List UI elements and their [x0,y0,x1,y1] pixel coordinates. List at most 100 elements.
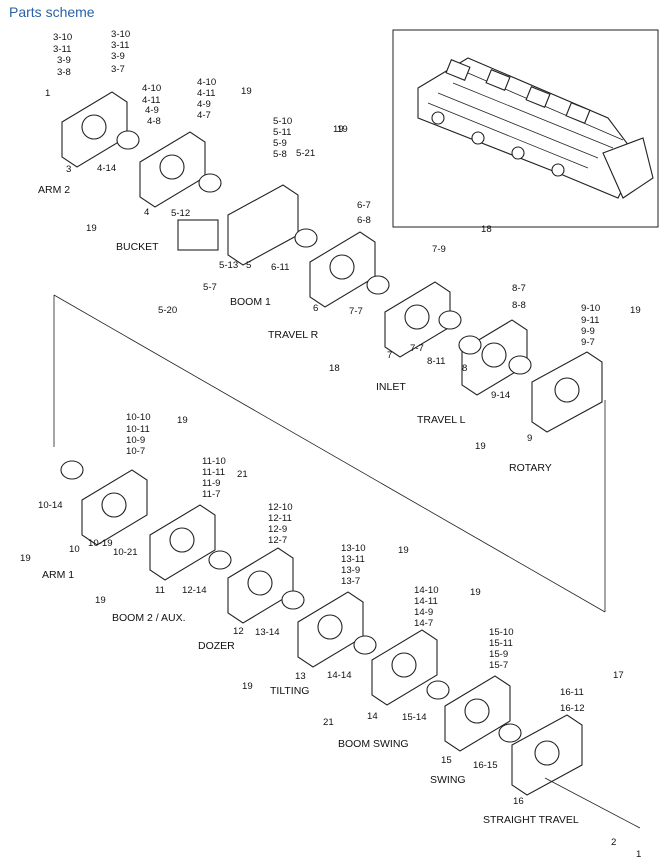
callout: 4-11 [142,95,161,106]
callout: 3-11 [111,40,130,51]
callout: 10 [69,544,80,555]
callout: 11-7 [202,489,221,500]
callout: 13-14 [255,627,280,638]
callout: 9-9 [581,326,595,337]
callout: 5-13 [219,260,238,271]
callout: 14-9 [414,607,433,618]
callout: 5 [246,260,251,271]
callout: 8 [462,363,467,374]
callout: 15-11 [489,638,513,649]
section-label: TILTING [270,685,309,697]
callout: 19 [475,441,486,452]
callout: 15-14 [402,712,427,723]
section-label: ROTARY [509,462,552,474]
callout: 9-11 [581,315,600,326]
callout: 7-7 [349,306,363,317]
callout: 11-11 [202,467,225,478]
section-labels: ARM 2 BUCKET BOOM 1 TRAVEL R INLET TRAVE… [38,184,579,826]
section-label: BOOM 1 [230,296,271,308]
valve-sections [61,91,641,829]
callout: 3-10 [53,32,72,43]
callout: 10-10 [126,412,151,423]
callout: 17 [613,670,624,681]
callout: 13-11 [341,554,365,565]
section-label: ARM 2 [38,184,70,196]
callout-labels: 3-10 3-10 3-11 3-11 3-9 3-9 3-8 3-7 1 3 … [20,29,641,860]
callout: 13-9 [341,565,360,576]
callout: 10-14 [38,500,63,511]
section-label: BUCKET [116,241,159,253]
callout: 10-9 [126,435,145,446]
callout: 3 [66,164,71,175]
callout: 10-7 [126,446,145,457]
callout: 4-9 [197,99,211,110]
callout: 10-19 [88,538,113,549]
assembly-inset [392,29,659,228]
callout: 19 [95,595,106,606]
section-label: TRAVEL R [268,329,319,341]
callout: 19 [241,86,252,97]
callout: 3-7 [111,64,125,75]
callout: 7-9 [432,244,446,255]
callout: 6-11 [271,262,290,273]
callout: 16-11 [560,687,584,698]
callout: 15 [441,755,452,766]
callout: 14-14 [327,670,352,681]
callout: 13 [295,671,306,682]
callout: 19 [333,124,344,135]
callout: 5-12 [171,208,190,219]
callout: 16-15 [473,760,498,771]
callout: 13-7 [341,576,360,587]
callout: 12-9 [268,524,287,535]
callout: 12 [233,626,244,637]
callout: 4-14 [97,163,117,174]
callout: 10-11 [126,424,150,435]
callout: 5-10 [273,116,292,127]
callout: 3-8 [57,67,71,78]
callout: 4-10 [197,77,216,88]
callout: 5-21 [296,148,315,159]
callout: 7-7 [410,343,424,354]
callout: 8-7 [512,283,526,294]
callout: 9-14 [491,390,511,401]
callout: 11-9 [202,478,221,489]
callout: 14-11 [414,596,438,607]
section-label: INLET [376,381,406,393]
callout: 19 [470,587,481,598]
callout: 15-9 [489,649,508,660]
page-title: Parts scheme [9,4,95,20]
callout: 1 [636,849,641,860]
callout: 9-7 [581,337,595,348]
callout: 15-7 [489,660,508,671]
callout: 6-8 [357,215,371,226]
callout: 4-10 [142,83,161,94]
callout: 3-9 [111,51,125,62]
callout: 19 [177,415,188,426]
callout: 3-10 [111,29,130,40]
callout: 5-11 [273,127,292,138]
callout: 4 [144,207,150,218]
callout: 14 [367,711,378,722]
callout: 10-21 [113,547,138,558]
callout: 21 [323,717,334,728]
callout: 11 [155,585,165,596]
callout: 7 [387,350,392,361]
section-label: ARM 1 [42,569,74,581]
callout: 4-8 [147,116,161,127]
callout: 6-7 [357,200,371,211]
section-label: SWING [430,774,466,786]
callout: 18 [481,224,492,235]
callout: 14-7 [414,618,433,629]
section-label: STRAIGHT TRAVEL [483,814,579,826]
callout: 19 [20,553,31,564]
callout: 16-12 [560,703,585,714]
callout: 1 [45,88,50,99]
callout: 13-10 [341,543,366,554]
callout: 9 [527,433,532,444]
connector-lines [53,294,606,613]
section-label: DOZER [198,640,235,652]
callout: 5-7 [203,282,217,293]
callout: 15-10 [489,627,514,638]
callout: 14-10 [414,585,439,596]
